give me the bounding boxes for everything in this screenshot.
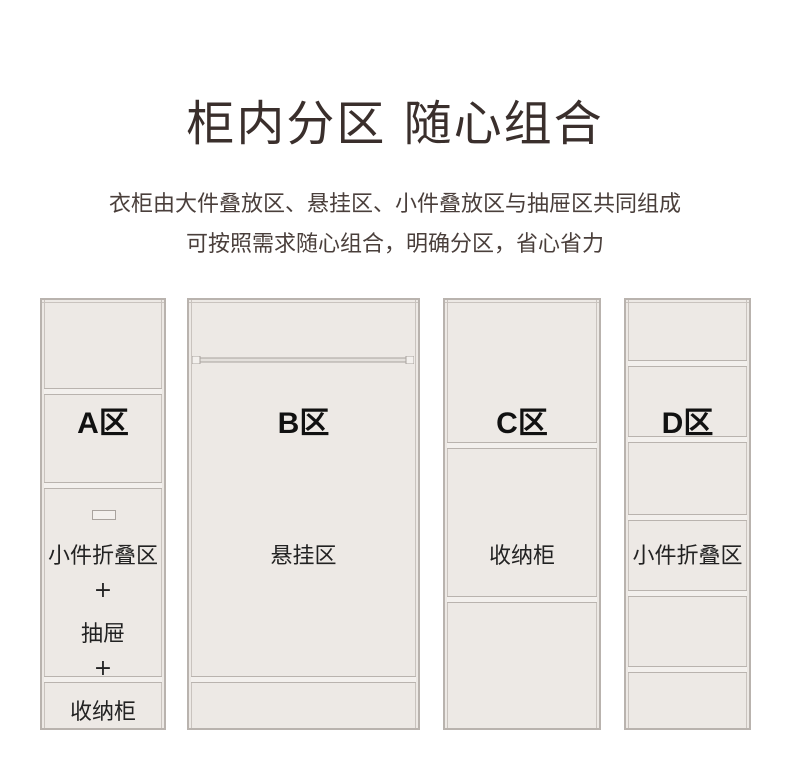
hanging-rod-icon (192, 356, 414, 364)
cabinet-b: B区 悬挂区 (187, 298, 420, 730)
shelf (628, 360, 747, 367)
cabinet-a: A区 小件折叠区 + 抽屉 + 收纳柜 (40, 298, 166, 730)
shelf (628, 514, 747, 521)
shelf (44, 388, 162, 395)
zone-a-plus-2: + (93, 656, 113, 681)
subtitle-line-2: 可按照需求随心组合，明确分区，省心省力 (185, 232, 604, 257)
cabinet-side-panel (415, 300, 416, 728)
shelf (447, 442, 597, 449)
zone-a-line-1: 小件折叠区 (47, 544, 158, 569)
zone-label-a: A区 (77, 407, 129, 440)
shelf (628, 436, 747, 443)
cabinet-side-panel (191, 300, 192, 728)
subtitle-line-1: 衣柜由大件叠放区、悬挂区、小件叠放区与抽屉区共同组成 (108, 192, 681, 217)
zone-b-desc: 悬挂区 (270, 544, 337, 569)
zone-a-line-3: 收纳柜 (69, 700, 136, 725)
cabinet-d: D区 小件折叠区 (624, 298, 751, 730)
cabinet-top-edge (189, 302, 418, 303)
shelf (44, 676, 162, 683)
cabinet-side-panel (596, 300, 597, 728)
zone-d-desc: 小件折叠区 (632, 544, 743, 569)
cabinet-top-edge (42, 302, 164, 303)
shelf (447, 596, 597, 603)
zone-c-desc: 收纳柜 (488, 544, 555, 569)
cabinet-side-panel (161, 300, 162, 728)
cabinet-top-edge (626, 302, 749, 303)
shelf (628, 590, 747, 597)
shelf (44, 482, 162, 489)
cabinet-top-edge (445, 302, 599, 303)
cabinet-side-panel (447, 300, 448, 728)
zone-label-b: B区 (277, 407, 330, 440)
drawer-handle-icon (92, 510, 116, 520)
zone-label-d: D区 (661, 407, 714, 440)
zone-a-plus-1: + (93, 578, 113, 603)
cabinet-side-panel (44, 300, 45, 728)
shelf (628, 666, 747, 673)
zone-label-c: C区 (496, 407, 548, 440)
shelf (191, 676, 416, 683)
cabinet-c: C区 收纳柜 (443, 298, 601, 730)
zone-a-line-2: 抽屉 (80, 622, 125, 647)
page-title: 柜内分区 随心组合 (186, 96, 604, 152)
